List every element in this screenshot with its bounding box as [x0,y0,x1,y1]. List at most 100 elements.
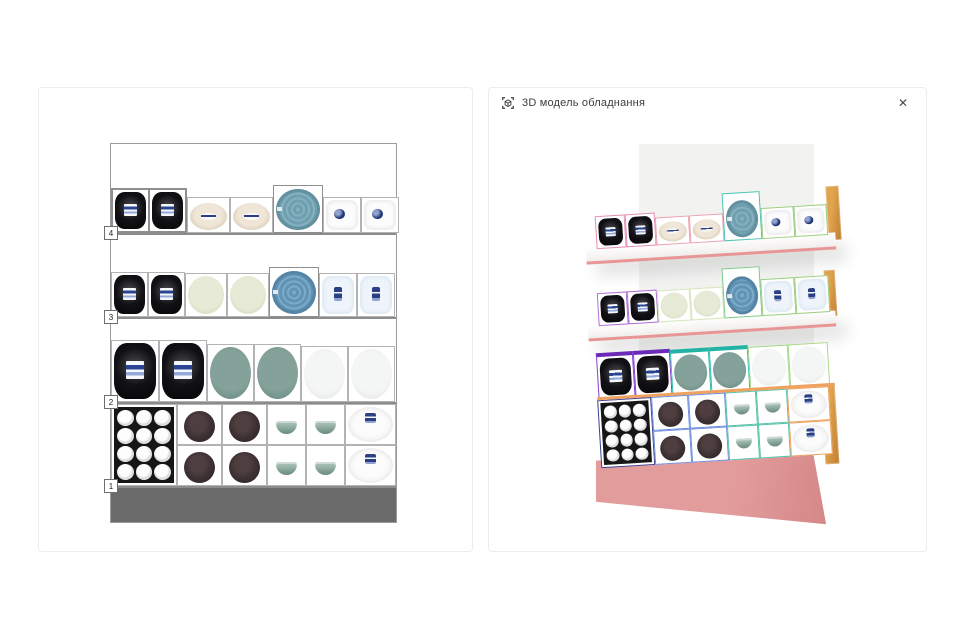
facing-plate-black-big[interactable] [159,340,207,402]
facing-plate-cream[interactable] [230,197,273,233]
facing-plate-whiteblue [760,277,797,317]
plate-black-item [151,275,182,314]
facing-plate-black-big [595,350,636,400]
mini-plate [603,405,617,419]
facing-bowl-teal[interactable] [306,445,345,486]
facing-plate-black-big[interactable] [111,340,159,402]
facing-plate-glass[interactable] [273,185,323,233]
model-3d-scene[interactable] [489,118,926,551]
plate-light-item [351,349,392,399]
facing-plate-glass [721,191,763,242]
plate-whiteblue-item [763,280,794,313]
facing-oval-dark[interactable] [177,445,222,486]
facing-bowl-teal[interactable] [267,445,306,486]
facing-plate-light[interactable] [301,346,348,402]
bowl-teal-item [314,421,337,434]
mini-plate [154,428,171,444]
plate-black-item [114,275,145,314]
mini-plate [154,410,171,426]
plate-black-item [597,217,624,246]
plate-whiteblue-item [797,278,828,311]
bowl-teal-item [735,437,752,449]
facing-bowl-teal[interactable] [306,404,345,445]
oval-dark-item [228,410,261,442]
plate-white-label-item [789,389,828,420]
facing-plate-cream[interactable] [187,197,230,233]
mini-plate [135,410,153,426]
shelf-line [111,317,396,319]
facing-plate-teal[interactable] [254,344,301,402]
facing-tray [597,397,656,469]
mini-plate [618,404,632,418]
facing-tray[interactable] [111,404,177,486]
mini-plate [606,448,620,462]
facing-plate-teal[interactable] [207,344,254,402]
facing-plate-glass2[interactable] [269,267,319,317]
plate-light-item [790,345,828,385]
mini-plate [634,432,648,446]
plate-black-item [629,292,656,322]
plate-white-label-item [348,407,393,442]
plate-glass-item [724,199,760,239]
mini-plate [117,446,134,462]
facing-plate-black-big [632,348,673,397]
facing-oval-dark[interactable] [222,445,267,486]
mini-plate [633,417,648,432]
facing-plate-white[interactable] [361,197,399,233]
mini-plate [117,410,134,426]
facing-plate-white-label [786,386,831,423]
facing-plate-green[interactable] [227,273,269,317]
bowl-teal-item [764,402,781,414]
plate-white-item [796,207,826,234]
mini-plate [619,418,633,433]
facing-plate-glass2 [721,266,763,319]
plate-glass2-item [725,275,760,316]
shelf-line [111,233,396,235]
plate-white-label-item [348,448,393,483]
facing-bowl-teal[interactable] [267,404,306,445]
model-3d-header: 3D модель обладнання ✕ [489,88,926,118]
oval-dark-item [659,434,686,462]
plate-teal-item [257,347,298,399]
facing-oval-dark [653,428,693,465]
plate-cream-item [233,203,270,230]
plate-glass-item [276,189,320,230]
facing-plate-green [689,286,725,321]
view-in-ar-icon [501,96,515,110]
facing-plate-black[interactable] [149,189,186,232]
plate-black-item [599,294,626,323]
facing-plate-white-label[interactable] [345,445,396,486]
mini-plate [620,447,635,461]
facing-plate-black[interactable] [112,189,149,232]
close-button[interactable]: ✕ [894,94,912,112]
plate-black-item [627,215,654,245]
plate-light-item [304,349,345,399]
facing-plate-black[interactable] [111,272,148,317]
plate-cream-item [658,220,688,243]
facing-plate-whiteblue[interactable] [319,273,357,317]
facing-plate-black[interactable] [148,272,185,317]
shelf-row-3d-1 [597,386,839,469]
facing-oval-dark [690,426,730,463]
facing-plate-light[interactable] [348,346,395,402]
facing-plate-white-label[interactable] [345,404,396,445]
facing-plate-green [656,288,692,323]
mini-plate [619,433,634,447]
facing-plate-light [787,342,831,388]
mini-plate [605,434,619,448]
mini-plate [135,428,153,444]
oval-dark-item [183,451,216,483]
facing-plate-green[interactable] [185,273,227,317]
shelf-row-1 [111,404,396,486]
facing-oval-dark[interactable] [177,404,222,445]
oval-dark-item [228,451,261,483]
bowl-teal-item [766,436,783,448]
facing-oval-dark[interactable] [222,404,267,445]
plate-black-item [152,192,183,229]
tray-item [114,407,174,483]
facing-plate-light [747,344,791,390]
facing-plate-whiteblue[interactable] [357,273,395,317]
shelf-number-2: 2 [104,395,118,409]
facing-plate-white[interactable] [323,197,361,233]
